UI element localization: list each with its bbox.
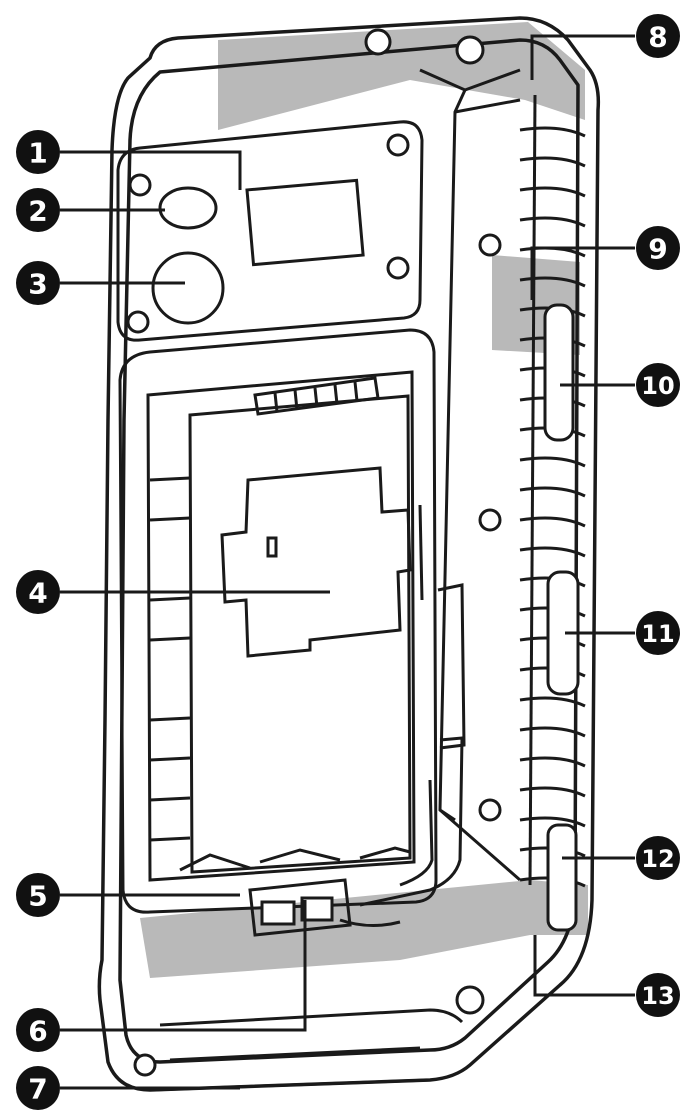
- body-inner-rim: [118, 38, 580, 1064]
- internal-cable: [359, 583, 466, 907]
- callout-3: 3: [16, 261, 60, 305]
- camera-plate: [116, 120, 424, 342]
- body-outer-outline: [97, 16, 601, 1092]
- highlight-bottom-band: [140, 880, 588, 978]
- callout-7: 7: [16, 1066, 60, 1110]
- callout-number: 6: [28, 1015, 47, 1048]
- panel-screw-bl: [126, 310, 150, 334]
- callout-badge-circle: [636, 14, 680, 58]
- side-rib: [519, 786, 586, 798]
- callout-number: 9: [648, 233, 667, 266]
- callout-9: 9: [636, 226, 680, 270]
- callout-number: 3: [28, 268, 47, 301]
- callout-badge-circle: [16, 570, 60, 614]
- compartment-inner: [146, 370, 416, 882]
- callout-10: 10: [636, 363, 680, 407]
- screw-bottom-left: [133, 1053, 157, 1077]
- callout-8: 8: [636, 14, 680, 58]
- camera-lens-icon: [151, 251, 225, 325]
- screw-side-mid: [478, 508, 502, 532]
- callout-number: 10: [641, 372, 674, 400]
- leader-line-9: [530, 246, 635, 300]
- screw-top-left: [364, 28, 392, 56]
- side-button-lower: [546, 823, 578, 932]
- callout-11: 11: [636, 611, 680, 655]
- side-rib: [519, 216, 586, 228]
- callout-number: 7: [28, 1073, 47, 1106]
- panel-screw-tl: [128, 173, 152, 197]
- callout-badge-circle: [636, 363, 680, 407]
- battery-compartment: [118, 328, 438, 914]
- callout-2: 2: [16, 188, 60, 232]
- camera-window: [245, 178, 365, 267]
- callout-badge-circle: [16, 261, 60, 305]
- screw-bottom-right: [455, 985, 485, 1015]
- panel-screw-tr: [386, 133, 410, 157]
- flash-icon: [158, 186, 218, 230]
- side-buttons: [543, 303, 580, 932]
- leader-line-8: [530, 34, 635, 80]
- callout-badge-circle: [16, 1066, 60, 1110]
- side-rib: [519, 516, 586, 528]
- leader-lines: [60, 34, 635, 1090]
- side-rib: [519, 126, 586, 138]
- screw-side-upper: [478, 233, 502, 257]
- callout-number: 5: [28, 880, 47, 913]
- callout-12: 12: [636, 836, 680, 880]
- side-rib: [519, 726, 586, 738]
- compartment-outer: [118, 328, 438, 914]
- device-body: [97, 16, 601, 1092]
- highlight-top-band: [218, 22, 585, 130]
- screw-top-right: [455, 35, 485, 65]
- callout-badge-circle: [16, 130, 60, 174]
- card-outline: [220, 466, 412, 658]
- connector-pins: [253, 376, 380, 416]
- callout-badge-circle: [636, 973, 680, 1017]
- screws: [133, 28, 502, 1077]
- highlight-areas: [140, 22, 588, 978]
- side-rib: [519, 486, 586, 498]
- side-rib: [519, 816, 586, 828]
- callout-5: 5: [16, 873, 60, 917]
- callout-6: 6: [16, 1008, 60, 1052]
- callout-13: 13: [636, 973, 680, 1017]
- callout-badge-circle: [16, 188, 60, 232]
- callout-number: 1: [28, 137, 47, 170]
- side-rib: [519, 186, 586, 198]
- callout-badge-circle: [636, 836, 680, 880]
- side-button-upper: [543, 303, 575, 442]
- callout-1: 1: [16, 130, 60, 174]
- leader-line-6: [60, 900, 307, 1032]
- callout-number: 8: [648, 21, 667, 54]
- callout-4: 4: [16, 570, 60, 614]
- side-rib: [519, 456, 586, 468]
- callout-badge-circle: [636, 611, 680, 655]
- leader-line-13: [533, 935, 635, 997]
- callout-badge-circle: [16, 873, 60, 917]
- side-rib: [519, 756, 586, 768]
- camera-panel: [116, 120, 424, 342]
- side-rib: [519, 276, 586, 288]
- card-notch: [266, 536, 278, 558]
- callout-number: 4: [28, 577, 47, 610]
- side-rib: [519, 546, 586, 558]
- side-rail: [419, 68, 537, 886]
- side-rib: [519, 156, 586, 168]
- callout-number: 2: [28, 195, 47, 228]
- callout-number: 13: [641, 982, 674, 1010]
- panel-screw-br: [386, 256, 410, 280]
- callout-badge-circle: [636, 226, 680, 270]
- callout-number: 12: [641, 845, 674, 873]
- callout-number: 11: [641, 620, 674, 648]
- side-rib: [519, 696, 586, 708]
- leader-line-1: [60, 150, 242, 190]
- screw-side-lower: [478, 798, 502, 822]
- battery-latch: [248, 878, 401, 937]
- callout-badge-circle: [16, 1008, 60, 1052]
- card-slot: [220, 466, 424, 658]
